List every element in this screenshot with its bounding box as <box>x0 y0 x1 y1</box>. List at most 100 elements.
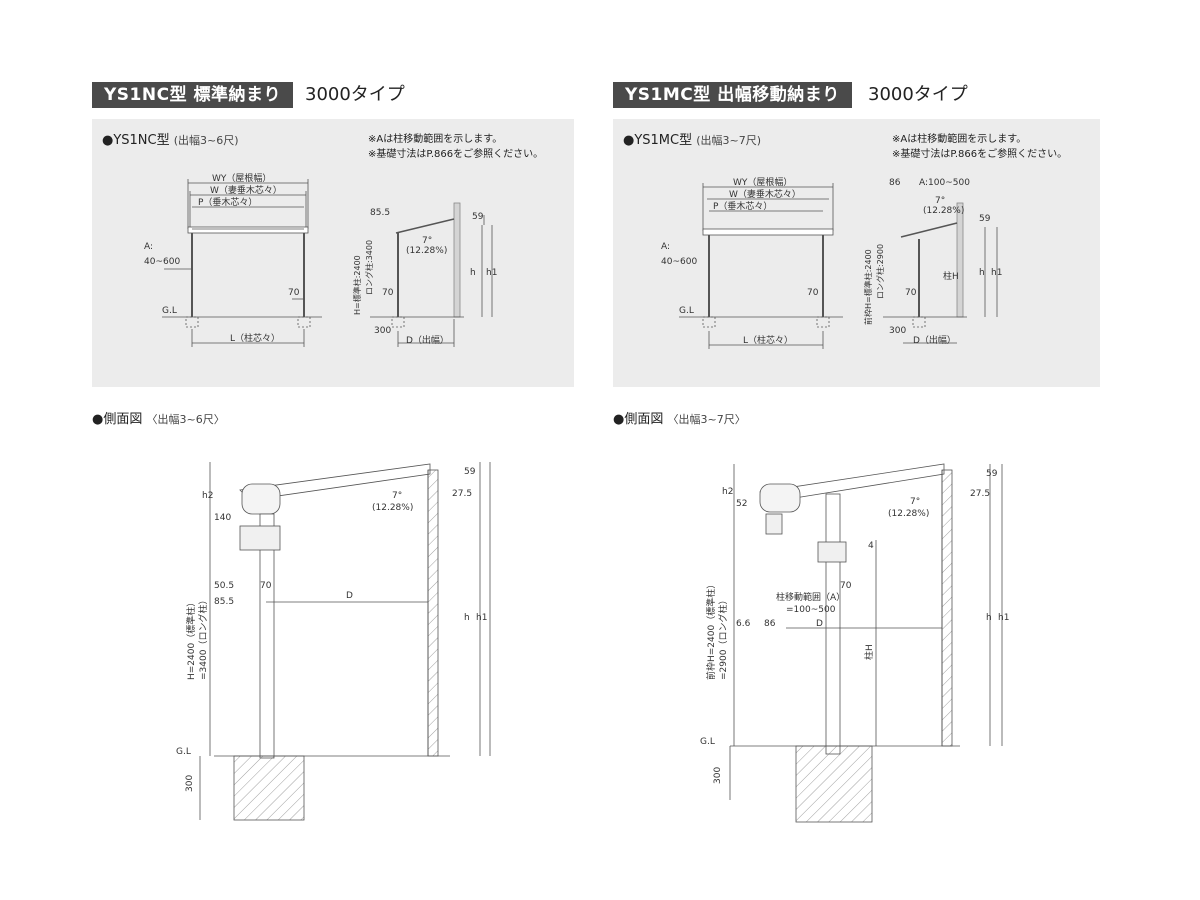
right-detail-pillarh: 柱H <box>863 644 875 660</box>
right-detail-4: 4 <box>868 541 874 551</box>
left-front-p: P（垂木芯々） <box>198 196 257 208</box>
right-front-p: P（垂木芯々） <box>713 200 772 212</box>
left-side-70: 70 <box>382 288 394 298</box>
right-panel <box>613 119 1100 387</box>
right-detail-59: 59 <box>986 469 998 479</box>
left-model-name: ●YS1NC型 <box>102 133 170 148</box>
left-section-range: 〈出幅3~6尺〉 <box>146 413 225 426</box>
right-detail-angle2: (12.28%) <box>888 509 929 519</box>
left-front-70: 70 <box>288 288 300 298</box>
right-section-label: ●側面図 〈出幅3~7尺〉 <box>613 408 746 427</box>
left-model-range: (出幅3~6尺) <box>173 134 239 147</box>
left-detail-gl: G.L <box>176 747 191 757</box>
right-detail-hv2: =2900（ロング柱） <box>717 596 729 680</box>
right-model-name: ●YS1MC型 <box>623 133 693 148</box>
right-detail-gl: G.L <box>700 737 715 747</box>
right-title-badge: YS1MC型 出幅移動納まり <box>613 82 852 108</box>
left-detail-angle2: (12.28%) <box>372 503 413 513</box>
right-front-a2: 40~600 <box>661 257 697 267</box>
left-detail-59: 59 <box>464 467 476 477</box>
right-front-w: W（妻垂木芯々） <box>729 188 801 200</box>
right-title-suffix: 3000タイプ <box>868 84 968 105</box>
right-detail-66: 6.6 <box>736 619 751 629</box>
left-model-label: ●YS1NC型 (出幅3~6尺) <box>102 129 239 148</box>
right-front-a1: A: <box>661 242 670 252</box>
left-side-855: 85.5 <box>370 208 390 218</box>
left-detail-h2: h2 <box>202 491 213 501</box>
right-side-d: D（出幅） <box>913 334 956 346</box>
left-front-wy: WY（屋根幅） <box>212 172 271 184</box>
left-detail-70: 70 <box>260 581 272 591</box>
left-side-hlabel2: ロング柱:3400 <box>364 240 374 295</box>
right-side-hlabel: 前枠H=標準柱:2400 <box>863 249 873 325</box>
right-side-h1: h1 <box>991 268 1002 278</box>
right-front-70: 70 <box>807 288 819 298</box>
right-note-1: ※Aは柱移動範囲を示します。 <box>892 134 1027 145</box>
left-panel <box>92 119 574 387</box>
left-detail-h1: h1 <box>476 613 487 623</box>
left-side-h1: h1 <box>486 268 497 278</box>
left-front-view: WY（屋根幅） W（妻垂木芯々） P（垂木芯々） A: 40~600 G.L 7… <box>144 172 322 347</box>
right-detail-52: 52 <box>736 499 747 509</box>
left-detail-855: 85.5 <box>214 597 234 607</box>
right-detail-range2: =100~500 <box>786 605 836 615</box>
left-detail-hv1: H=2400（標準柱） <box>185 598 197 680</box>
right-front-gl: G.L <box>679 306 694 316</box>
right-section-title: ●側面図 <box>613 412 664 427</box>
right-detail-d: D <box>816 619 823 629</box>
right-detail-range1: 柱移動範囲（A） <box>776 591 845 603</box>
left-side-d: D（出幅） <box>406 334 449 346</box>
right-side-70: 70 <box>905 288 917 298</box>
left-notes: ※Aは柱移動範囲を示します。 ※基礎寸法はP.866をご参照ください。 <box>368 132 543 162</box>
right-detail-70: 70 <box>840 581 852 591</box>
right-side-angle2: (12.28%) <box>923 206 964 216</box>
right-side-arange: A:100~500 <box>919 178 970 188</box>
left-side-angle2: (12.28%) <box>406 246 447 256</box>
right-detail-drawing: h2 52 4 70 柱移動範囲（A） =100~500 6.6 86 D 7°… <box>700 463 1009 823</box>
right-notes: ※Aは柱移動範囲を示します。 ※基礎寸法はP.866をご参照ください。 <box>892 132 1067 162</box>
left-section-label: ●側面図 〈出幅3~6尺〉 <box>92 408 225 427</box>
right-side-pillarh: 柱H <box>943 270 959 282</box>
right-note-2: ※基礎寸法はP.866をご参照ください。 <box>892 149 1068 160</box>
right-front-l: L（柱芯々） <box>743 334 793 346</box>
left-front-l: L（柱芯々） <box>230 332 280 344</box>
left-note-2: ※基礎寸法はP.866をご参照ください。 <box>368 149 544 160</box>
right-detail-angle: 7° <box>910 497 920 507</box>
left-detail-drawing: h2 140 50.5 85.5 70 D 7° (12.28%) 59 27.… <box>176 462 491 821</box>
left-front-a1: A: <box>144 242 153 252</box>
right-front-wy: WY（屋根幅） <box>733 176 792 188</box>
right-side-view: 86 A:100~500 7° (12.28%) 59 柱H h h1 70 3… <box>863 178 1002 346</box>
left-front-gl: G.L <box>162 306 177 316</box>
right-model-range: (出幅3~7尺) <box>696 134 762 147</box>
right-detail-300: 300 <box>713 767 723 784</box>
left-detail-505: 50.5 <box>214 581 234 591</box>
right-detail-h2: h2 <box>722 487 733 497</box>
left-note-1: ※Aは柱移動範囲を示します。 <box>368 134 503 145</box>
left-title-suffix: 3000タイプ <box>305 84 405 105</box>
left-detail-hv2: =3400（ロング柱） <box>197 596 209 680</box>
right-detail-275: 27.5 <box>970 489 990 499</box>
left-front-w: W（妻垂木芯々） <box>210 184 282 196</box>
right-side-hlabel2: ロング柱:2900 <box>875 244 885 299</box>
right-detail-h1: h1 <box>998 613 1009 623</box>
right-side-59: 59 <box>979 214 991 224</box>
left-side-59: 59 <box>472 212 484 222</box>
right-side-300: 300 <box>889 326 906 336</box>
left-side-angle: 7° <box>422 236 432 246</box>
left-title-badge: YS1NC型 標準納まり <box>92 82 294 108</box>
right-section-range: 〈出幅3~7尺〉 <box>667 413 746 426</box>
right-side-86: 86 <box>889 178 901 188</box>
right-detail-hv1: 前枠H=2400（標準柱） <box>705 580 717 680</box>
right-side-h: h <box>979 268 985 278</box>
left-detail-d: D <box>346 591 353 601</box>
left-side-view: 85.5 7° (12.28%) 59 h h1 70 300 D（出幅） H=… <box>352 202 497 347</box>
right-detail-86: 86 <box>764 619 776 629</box>
left-detail-300: 300 <box>185 775 195 792</box>
left-side-h: h <box>470 268 476 278</box>
left-side-hlabel: H=標準柱:2400 <box>352 255 362 315</box>
left-side-300: 300 <box>374 326 391 336</box>
left-detail-275: 27.5 <box>452 489 472 499</box>
left-section-title: ●側面図 <box>92 412 143 427</box>
right-front-view: WY（屋根幅） W（妻垂木芯々） P（垂木芯々） A: 40~600 G.L 7… <box>661 176 843 349</box>
right-side-angle: 7° <box>935 196 945 206</box>
